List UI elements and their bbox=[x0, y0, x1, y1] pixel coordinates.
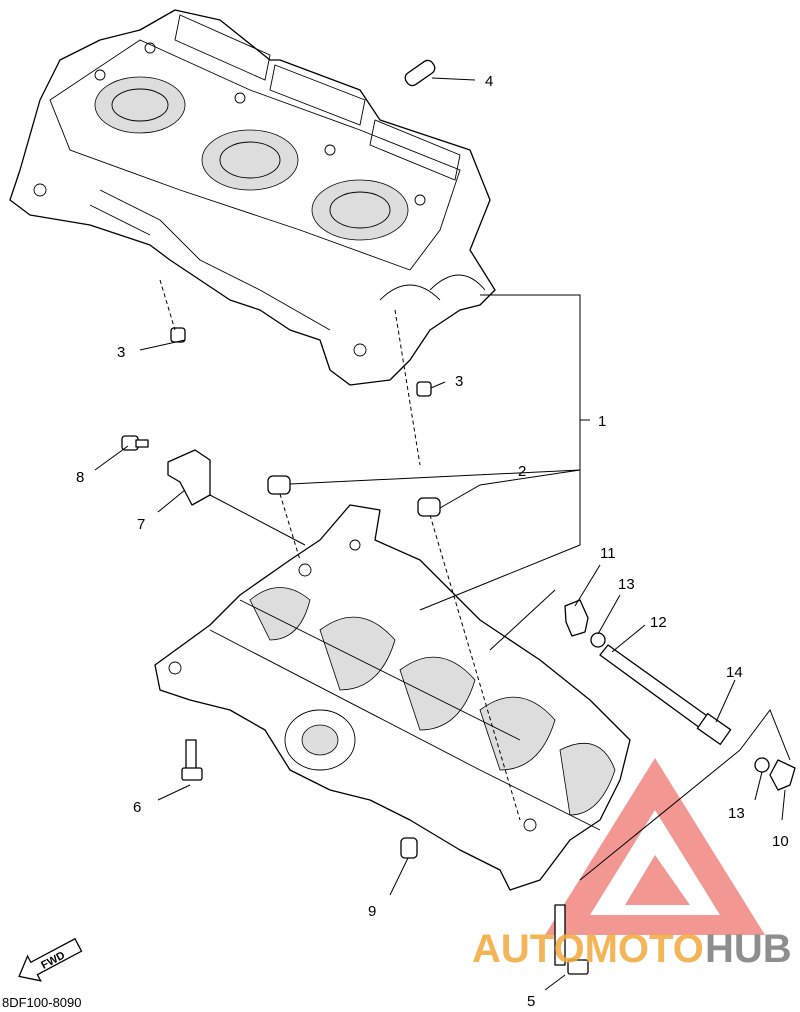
callout-8: 8 bbox=[76, 469, 84, 486]
fwd-label: FWD bbox=[39, 949, 67, 971]
upper-crankcase bbox=[9, 9, 496, 386]
callout-9: 9 bbox=[368, 903, 376, 920]
callout-2: 2 bbox=[518, 463, 526, 480]
callout-12: 12 bbox=[650, 614, 667, 631]
dowel-pin bbox=[267, 475, 441, 517]
callout-labels: 1 2 3 3 4 5 6 7 8 9 10 11 12 13 13 14 bbox=[76, 73, 789, 1010]
diagram-code: 8DF100-8090 bbox=[2, 995, 82, 1010]
callout-1: 1 bbox=[598, 413, 606, 430]
callout-13: 13 bbox=[728, 805, 745, 822]
callout-13: 13 bbox=[618, 576, 635, 593]
watermark-logo bbox=[545, 758, 765, 935]
clamp-13 bbox=[754, 757, 770, 773]
hose-12 bbox=[599, 644, 711, 729]
callout-11: 11 bbox=[600, 545, 616, 562]
callout-6: 6 bbox=[133, 799, 141, 816]
clamp-13 bbox=[590, 632, 606, 648]
bracket-7 bbox=[167, 449, 211, 506]
lower-crankcase bbox=[154, 504, 631, 891]
pin-4 bbox=[404, 59, 436, 87]
elbow-10 bbox=[769, 759, 796, 791]
callout-4: 4 bbox=[485, 73, 493, 90]
callout-3: 3 bbox=[117, 344, 125, 361]
bolt-8 bbox=[121, 435, 149, 451]
sleeve-14 bbox=[696, 712, 732, 746]
watermark-part1: AUTOMOTO bbox=[472, 927, 704, 971]
fwd-arrow-icon: FWD bbox=[18, 937, 83, 982]
dowel-3 bbox=[170, 327, 432, 397]
fitting-9 bbox=[400, 837, 418, 859]
bolt-5 bbox=[554, 904, 589, 975]
callout-5: 5 bbox=[527, 993, 535, 1010]
callout-3: 3 bbox=[455, 373, 463, 390]
leader-lines bbox=[94, 77, 791, 991]
bolt-6 bbox=[181, 739, 203, 781]
watermark-text: AUTOMOTO HUB bbox=[472, 927, 792, 971]
callout-7: 7 bbox=[137, 516, 145, 533]
callout-10: 10 bbox=[772, 833, 789, 850]
callout-14: 14 bbox=[726, 664, 743, 681]
watermark-part2: HUB bbox=[705, 927, 792, 971]
elbow-11 bbox=[564, 599, 589, 637]
